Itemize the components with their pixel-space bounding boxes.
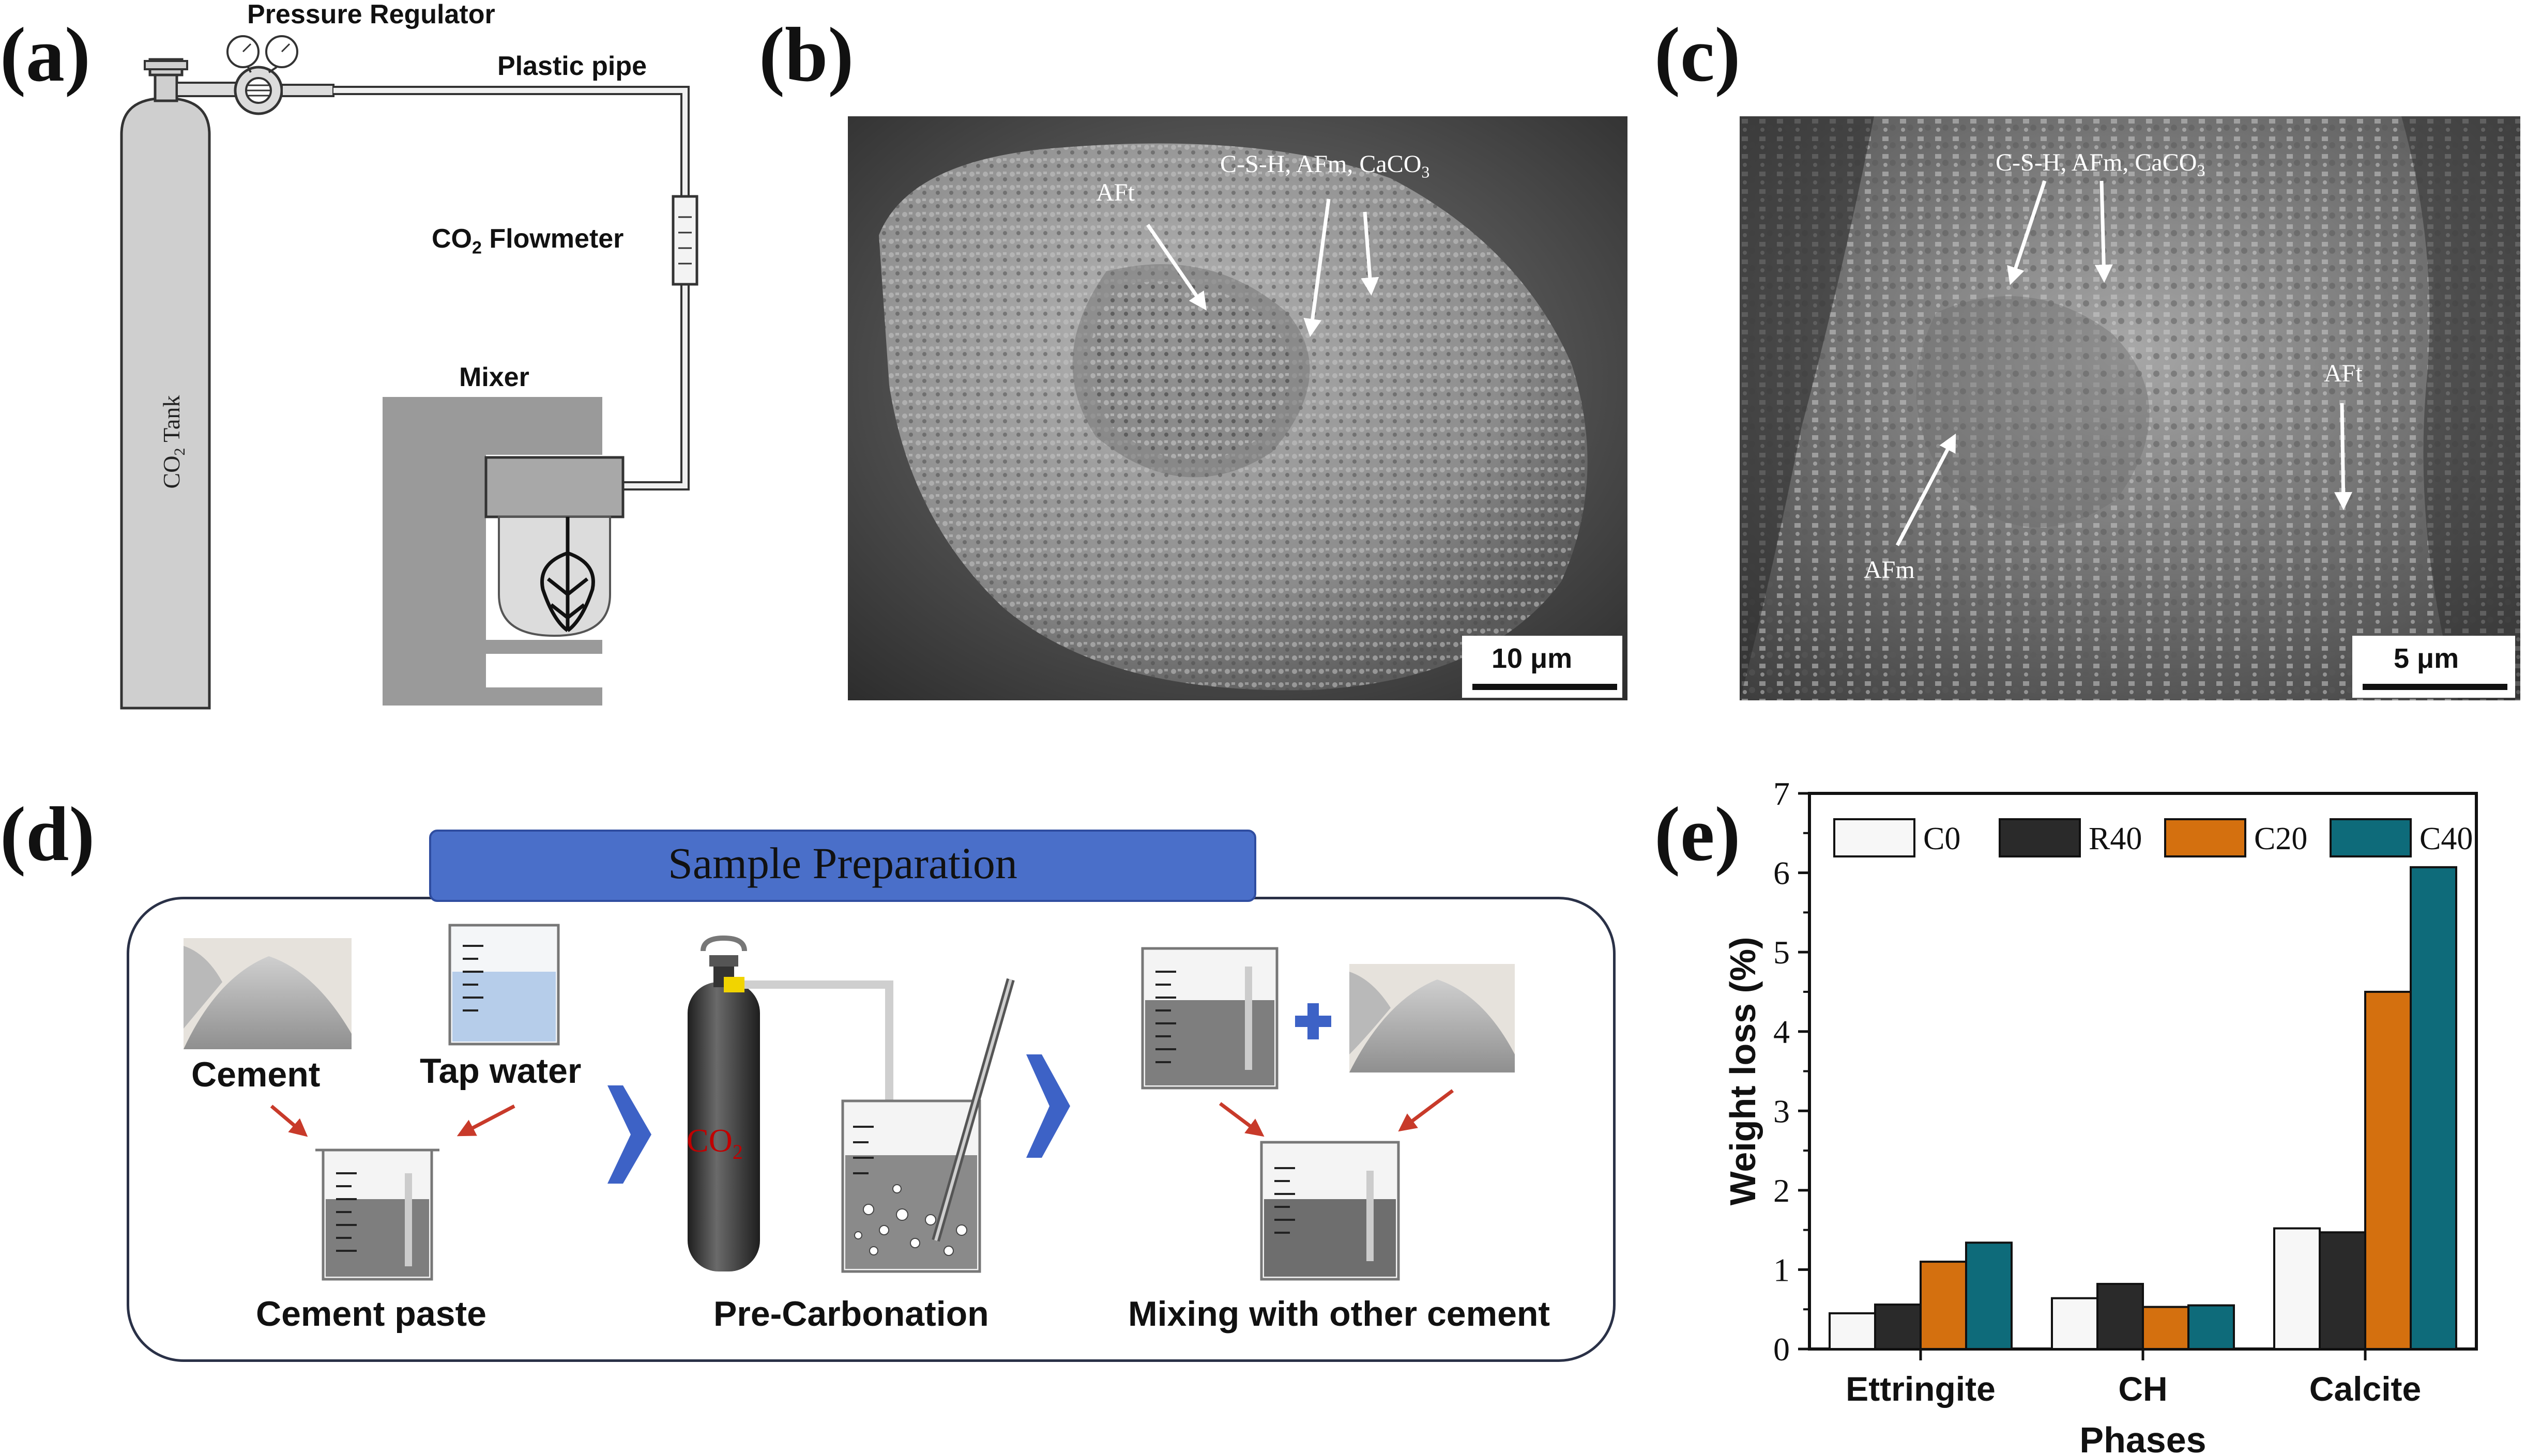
panel-letter-c: (c) [1654,12,1741,98]
bar-c20-ch [2142,1306,2189,1351]
mixed-cement-beaker [1260,1141,1400,1281]
pre-carbonation-label: Pre-Carbonation [713,1294,989,1334]
bar-c40-ch [2187,1304,2235,1350]
bar-c0-ch [2051,1297,2098,1351]
cement-powder-photo-2 [1349,964,1515,1072]
tank-valve-cap [144,60,188,70]
legend-swatch-c20 [2164,818,2246,857]
pressure-regulator-label: Pressure Regulator [247,0,495,29]
tank-connector [176,82,240,97]
tap-water-label: Tap water [420,1051,582,1091]
y-tick-label: 4 [1773,1014,1790,1050]
bar-c40-ettringite [1965,1242,2013,1351]
legend-swatch-c40 [2330,818,2412,857]
y-tick-label: 2 [1773,1172,1790,1209]
legend-label-c20: C20 [2254,821,2307,856]
x-tick-label: Calcite [2309,1370,2421,1408]
y-tick-label: 5 [1773,934,1790,971]
sample-preparation-title: Sample Preparation [668,838,1017,888]
cement-paste-label: Cement paste [256,1294,486,1334]
sem-c-arrows [1895,180,2353,546]
pre-carbonation-beaker [841,978,1015,1273]
bar-c40-calcite [2410,866,2457,1350]
legend-label-r40: R40 [2089,821,2142,856]
red-arrow-water [456,1104,515,1137]
scale-bar-label-b: 10 μm [1492,643,1573,674]
panel-letter-b: (b) [759,12,854,98]
sample-preparation-title-box [429,830,1256,902]
mixer-body [383,397,602,706]
sem-c-label-afm: AFm [1864,556,1915,584]
red-arrow-mix-left [1219,1102,1265,1137]
blue-arrow-2 [1026,1054,1070,1158]
sem-b-label-csh: C-S-H, AFm, CaCO3 [1220,150,1430,181]
y-tick-label: 7 [1773,775,1790,812]
mixer-head [484,456,625,518]
plus-icon [1295,1003,1331,1039]
y-tick-label: 0 [1773,1331,1790,1368]
sem-c-label-csh: C-S-H, AFm, CaCO3 [1996,149,2205,180]
blue-arrow-1 [607,1085,651,1184]
x-tick-label: CH [2118,1370,2167,1408]
mixing-beaker-left [1141,947,1279,1090]
bar-r40-calcite [2319,1231,2366,1350]
sample-preparation-diagram [184,924,1515,1281]
scale-bar-c [2363,684,2507,690]
bar-c0-calcite [2273,1227,2321,1351]
sem-c-label-aft: AFt [2324,360,2363,387]
x-tick-label: Ettringite [1846,1370,1996,1408]
y-axis-label: Weight loss (%) [1723,937,1763,1206]
cement-powder-photo [184,938,352,1049]
sem-image-c: C-S-H, AFm, CaCO3 AFt AFm 5 μm [1740,116,2520,700]
scale-bar-label-c: 5 μm [2394,643,2459,674]
red-arrow-mix-right [1398,1089,1454,1132]
y-tick-label: 3 [1773,1093,1790,1129]
panel-letter-a: (a) [0,12,90,98]
plastic-pipe-label: Plastic pipe [497,51,647,81]
legend-label-c0: C0 [1923,821,1960,856]
red-arrow-cement [270,1105,308,1137]
cement-paste-beaker [315,1148,439,1281]
sem-texture-b [848,116,1627,700]
scale-bar-b [1472,684,1617,690]
tap-water-beaker [448,924,560,1046]
bar-c0-ettringite [1829,1312,1876,1350]
legend-label-c40: C40 [2420,821,2473,856]
co2-cylinder-label: CO2 [687,1122,743,1163]
bar-r40-ch [2096,1283,2144,1351]
mixing-label: Mixing with other cement [1128,1294,1550,1334]
cement-label: Cement [191,1055,321,1094]
co2-flowmeter-label: CO2 Flowmeter [432,224,624,258]
sem-b-arrows [1146,198,1379,337]
mixer-label: Mixer [459,362,529,392]
y-tick-label: 1 [1773,1251,1790,1288]
bar-c20-ettringite [1920,1261,1967,1351]
sem-image-b: AFt C-S-H, AFm, CaCO3 10 μm [848,116,1627,700]
bar-r40-ettringite [1874,1304,1922,1350]
sem-b-label-aft: AFt [1096,179,1135,206]
x-axis-label: Phases [2079,1420,2206,1456]
co2-apparatus-diagram [120,35,698,710]
co2-flowmeter [672,195,698,286]
legend-swatch-c0 [1833,818,1915,857]
sem-texture-c [1740,116,2520,700]
y-tick-label: 6 [1773,855,1790,892]
panel-letter-d: (d) [0,791,95,877]
bar-c20-calcite [2364,990,2412,1350]
legend-swatch-r40 [1999,818,2081,857]
mixer-whisk [540,517,595,632]
panel-letter-e: (e) [1654,791,1741,877]
